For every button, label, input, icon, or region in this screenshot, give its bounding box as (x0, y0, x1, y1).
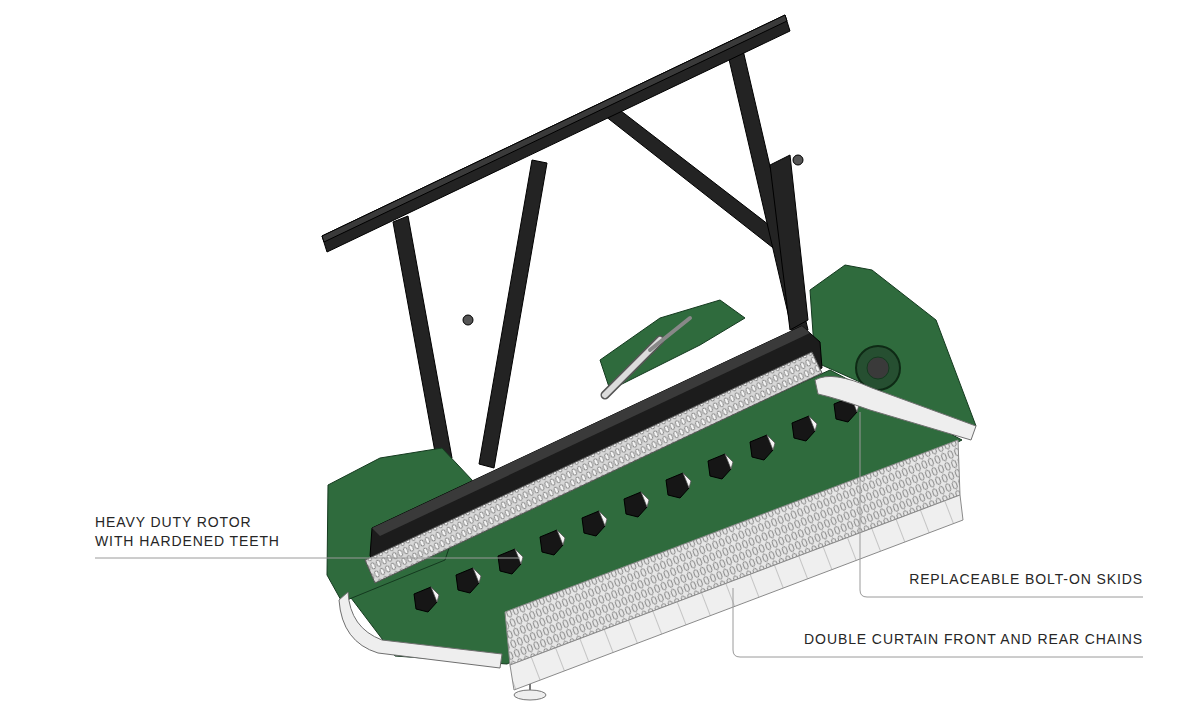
rotor-tooth (582, 511, 607, 536)
top-bar-face (322, 15, 787, 242)
bearing-core (867, 357, 889, 379)
rotor-callout: HEAVY DUTY ROTOR WITH HARDENED TEETH (95, 513, 283, 551)
pin (463, 315, 473, 325)
chain-plates (510, 495, 963, 690)
leader-lines (95, 412, 1143, 657)
leader-line (733, 588, 1143, 657)
housing (327, 265, 976, 664)
rotor-tooth (540, 530, 565, 555)
skid (339, 592, 502, 668)
rotor-tooth (414, 587, 439, 612)
hood-edge (372, 326, 810, 536)
bearing-hub (856, 346, 900, 390)
hydraulic-cylinder (605, 318, 690, 395)
rotor-tooth (624, 492, 649, 517)
skids-callout: REPLACEABLE BOLT-ON SKIDS (909, 570, 1143, 589)
skid (815, 376, 976, 440)
rotor-tooth (498, 549, 523, 574)
top-bar (322, 15, 790, 252)
foot-disc (514, 690, 546, 700)
pin (793, 155, 803, 165)
frame-leg (393, 216, 452, 463)
cylinder-rod (650, 318, 690, 350)
rotor-tooth (708, 454, 733, 479)
rotor-tooth (750, 435, 775, 460)
rotor-tooth (456, 568, 481, 593)
leader-line (95, 558, 520, 559)
rotor-tooth (666, 473, 691, 498)
frame-plate (770, 155, 808, 330)
leader-line (860, 412, 1143, 597)
rotor-tooth (792, 416, 817, 441)
chains-callout: DOUBLE CURTAIN FRONT AND REAR CHAINS (804, 630, 1143, 649)
frame-leg (728, 50, 808, 335)
frame-leg (479, 160, 547, 468)
